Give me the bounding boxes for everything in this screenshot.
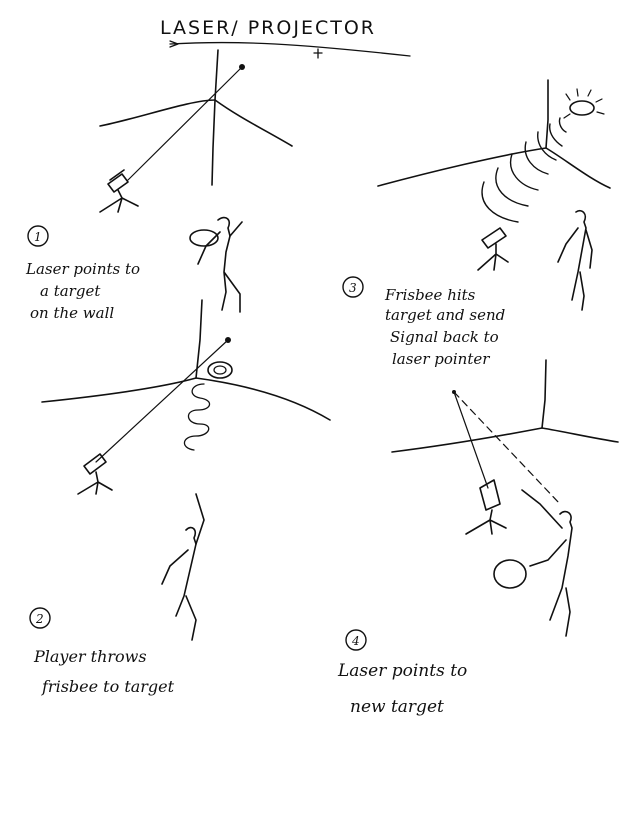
panel-1-caption-line-2: a target [40,282,101,300]
panel-2-sketch [41,299,331,641]
panel-3-sketch [377,79,611,311]
frisbee-icon [189,229,219,247]
target-icon [569,100,595,116]
laser-tripod-icon [465,509,507,535]
title-underline [169,41,411,57]
panel-4-caption-line-2: new target [350,697,444,717]
panel-1-sketch [99,49,293,313]
old-laser-path [453,391,561,505]
panel-3-caption-line-1: Frisbee hits [384,286,476,304]
panel-4-sketch [391,359,619,637]
laser-tripod-icon [477,243,509,271]
panel-1-caption-line-1: Laser points to [25,260,140,278]
panel-3-caption-line-3: Signal back to [390,328,499,346]
signal-wave-icon [558,117,567,133]
panel-3-number-circle [342,276,364,298]
title-tick [313,48,323,59]
panel-1-number: 1 [34,230,42,244]
laser-dot-icon [239,64,245,70]
panel-4-caption-line-1: Laser points to [337,661,467,681]
laser-tripod-icon [99,189,139,213]
panel-1-caption-line-3: on the wall [30,304,114,322]
laser-dot-icon [225,337,231,343]
panel-2-caption-line-2: frisbee to target [41,677,175,696]
panel-4-number-circle [345,629,367,651]
panel-3-caption-line-2: target and send [385,306,505,324]
title-arrow-icon [169,40,179,48]
frisbee-trajectory [183,383,211,451]
target-icon [207,361,233,379]
panel-2-number-circle [29,607,51,629]
page-title: LASER/ PROJECTOR [160,17,376,39]
panel-1-number-circle [27,225,49,247]
panel-3-number: 3 [349,281,357,295]
panel-4-number: 4 [351,634,360,648]
panel-2-caption-line-1: Player throws [33,647,147,666]
frisbee-icon [493,559,527,589]
laser-tripod-icon [77,471,113,495]
panel-2-number: 2 [35,612,44,626]
panel-3-caption-line-4: laser pointer [392,350,490,368]
